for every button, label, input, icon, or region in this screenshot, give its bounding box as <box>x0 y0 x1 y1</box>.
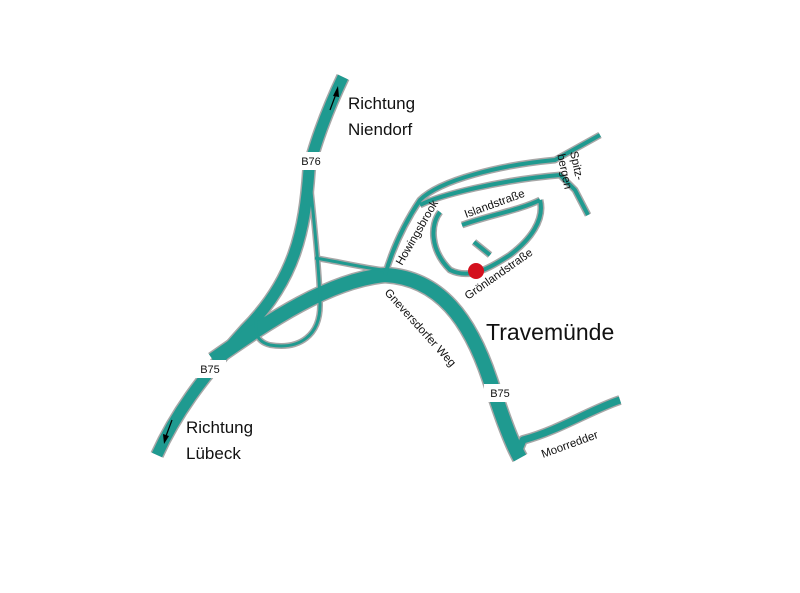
b76-shield: B76 <box>296 152 326 170</box>
islandstrasse-road <box>461 198 541 227</box>
islandstrasse-outer-road <box>419 173 590 216</box>
b75-south-shield: B75 <box>484 384 516 402</box>
b75-west-shield: B75 <box>194 360 226 378</box>
moorredder-road <box>513 396 622 457</box>
b75-west-label: B75 <box>200 364 220 376</box>
howingsbrook-road <box>383 133 601 276</box>
arrow-up-icon <box>329 86 339 111</box>
red-dot-marker <box>468 263 484 279</box>
ramp-link-road <box>314 256 384 272</box>
spitzbergen-label: Spitz- bergen <box>554 150 586 190</box>
ramp-east-road <box>254 171 322 348</box>
travemuende-label: Travemünde <box>486 319 614 345</box>
b76-label: B76 <box>301 156 321 168</box>
ramp-west-road <box>268 189 309 296</box>
b75-main-outline <box>208 266 528 463</box>
richtung-luebeck-label: Richtung Lübeck <box>186 418 258 463</box>
arrow-down-icon <box>163 419 173 444</box>
richtung-niendorf-label: Richtung Niendorf <box>348 94 420 139</box>
b75-main-road <box>208 268 527 462</box>
groenland-spur-road <box>472 240 492 257</box>
b75-south-label: B75 <box>490 388 510 400</box>
b76-b75-west-road <box>151 74 348 458</box>
